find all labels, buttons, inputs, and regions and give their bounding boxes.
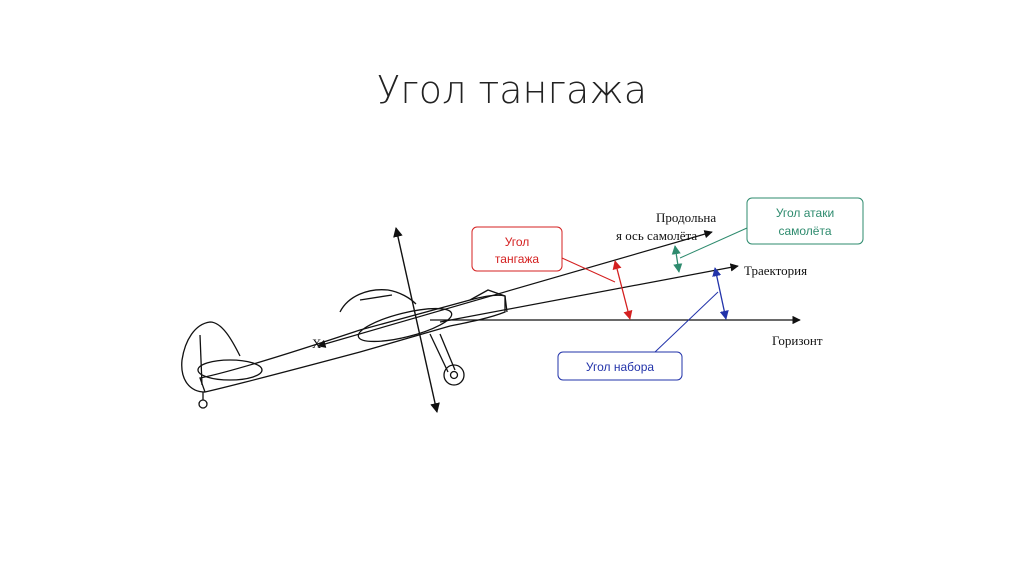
- attack-angle-box: [746, 197, 864, 245]
- slide-title: Угол тангажа: [376, 68, 648, 112]
- longitudinal-axis-label-2: я ось самолёта: [616, 228, 697, 243]
- trajectory-label: Траектория: [744, 263, 807, 278]
- pitch-angle-marker: [612, 260, 633, 320]
- attack-angle-text-1: Угол атаки: [776, 206, 834, 220]
- attack-angle-leader: [679, 227, 748, 259]
- pitch-angle-text-2: тангажа: [495, 252, 539, 266]
- attack-angle-text-2: самолёта: [778, 224, 831, 238]
- pitch-angle-leader: [561, 257, 616, 283]
- pitch-angle-callout: Угол тангажа: [471, 226, 633, 320]
- climb-angle-leader: [654, 291, 719, 353]
- vertical-axis-line: [393, 227, 440, 413]
- attack-angle-callout: Угол атаки самолёта: [671, 197, 864, 273]
- longitudinal-axis-line: [317, 230, 713, 348]
- trajectory-line: [439, 263, 739, 323]
- axis-x-label: X: [312, 336, 322, 351]
- airplane-drawing: [181, 289, 508, 409]
- climb-angle-box: [557, 351, 683, 381]
- horizon-label: Горизонт: [772, 333, 823, 348]
- climb-angle-text: Угол набора: [586, 360, 654, 374]
- pitch-angle-text-1: Угол: [505, 235, 530, 249]
- climb-angle-marker: [712, 267, 729, 320]
- pitch-angle-box: [471, 226, 563, 272]
- attack-angle-marker: [671, 245, 683, 273]
- longitudinal-axis-label-1: Продольна: [656, 210, 716, 225]
- climb-angle-callout: Угол набора: [557, 267, 729, 381]
